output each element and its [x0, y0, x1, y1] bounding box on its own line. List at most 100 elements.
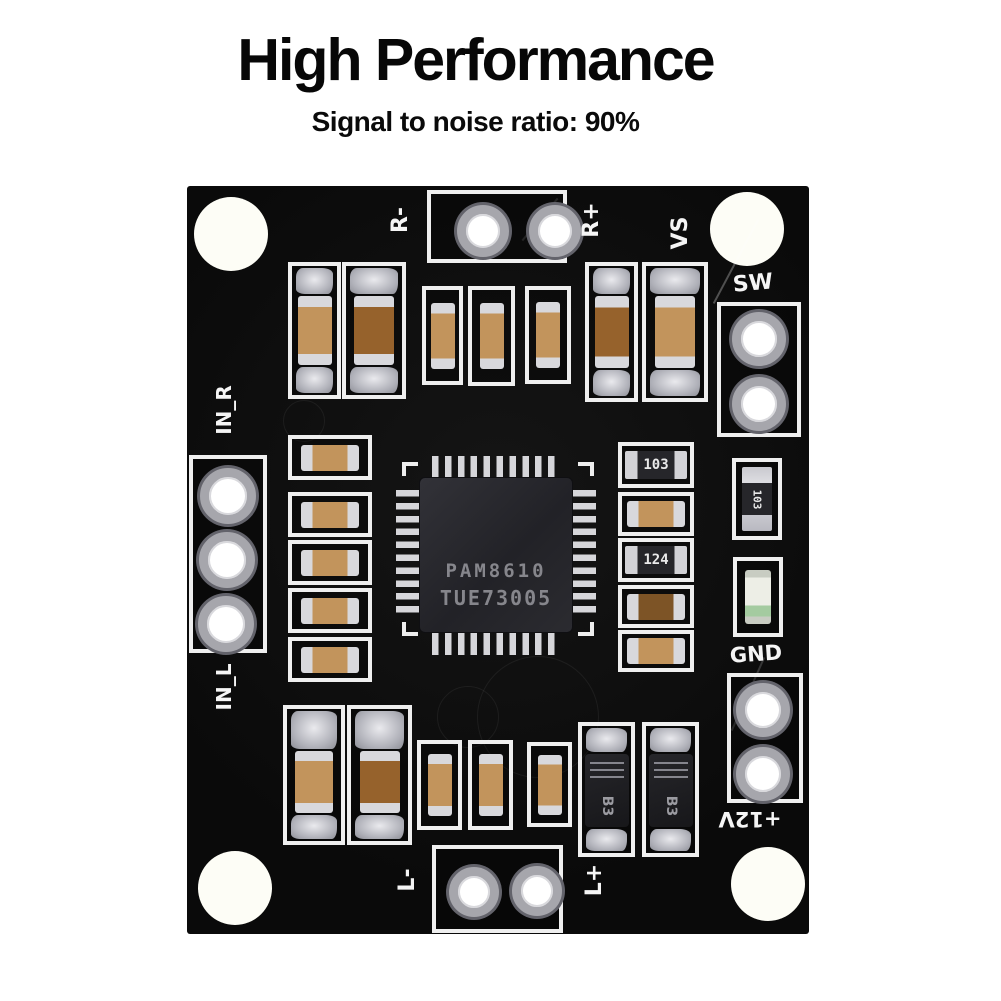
capacitor: [479, 303, 504, 369]
capacitor-box: [525, 286, 571, 384]
label-r-plus: R+: [579, 202, 604, 238]
capacitor: [297, 296, 332, 365]
capacitor-box: [618, 492, 694, 536]
mounting-hole-bottom-left: [198, 851, 272, 925]
capacitor-box: [283, 705, 345, 845]
resistor-box: 124: [618, 538, 694, 582]
page-subtitle: Signal to noise ratio: 90%: [311, 105, 640, 137]
chip-pins-right: [573, 490, 596, 618]
pad-hole-12v: [736, 747, 790, 801]
label-l-plus: L+: [582, 863, 607, 897]
mounting-hole-bottom-right: [731, 847, 805, 921]
pad-hole-sw-2: [732, 377, 786, 431]
label-r-minus: R-: [388, 206, 413, 234]
capacitor-box: [585, 262, 638, 402]
capacitor: [295, 751, 333, 813]
solder-blob: [586, 728, 627, 752]
capacitor: [301, 501, 359, 528]
label-l-minus: L-: [395, 868, 420, 892]
label-in-l: IN_L: [212, 663, 236, 711]
led-box: [733, 557, 783, 637]
capacitor-box: [417, 740, 462, 830]
solder-blob: [350, 367, 398, 393]
solder-blob: [296, 367, 333, 393]
solder-blob: [355, 815, 404, 839]
capacitor-box: [288, 492, 372, 537]
pcb-board: R- R+ VS SW: [187, 186, 809, 934]
solder-blob: [650, 370, 700, 396]
diode-b3: B3: [584, 754, 629, 827]
led: [745, 570, 771, 624]
capacitor-box: [468, 286, 515, 386]
label-in-r: IN_R: [212, 385, 236, 435]
input-pad-box: [189, 455, 267, 653]
mounting-hole-top-left: [194, 197, 268, 271]
capacitor: [627, 593, 685, 620]
copper-trace: [437, 686, 499, 748]
pad-hole-gnd: [736, 683, 790, 737]
capacitor: [359, 751, 400, 813]
chip-marking-line2: TUE73005: [439, 586, 553, 610]
mounting-hole-top-right: [710, 192, 784, 266]
copper-trace: [283, 400, 325, 442]
pad-hole-l-minus: [449, 867, 499, 917]
solder-blob: [296, 268, 333, 294]
silk-bracket: [578, 462, 594, 476]
capacitor-box: [642, 262, 708, 402]
capacitor-box: [527, 742, 572, 827]
chip-pins-bottom: [432, 632, 560, 655]
capacitor: [594, 296, 629, 368]
solder-blob: [593, 268, 630, 294]
silk-bracket: [402, 462, 418, 476]
capacitor-box: [288, 262, 341, 399]
pad-hole-in-3: [198, 596, 254, 652]
capacitor-box: [618, 585, 694, 628]
capacitor-box: [288, 637, 372, 682]
diode-box: B3: [642, 722, 699, 857]
pad-hole-l-plus: [512, 866, 562, 916]
label-12v: +12V: [718, 807, 782, 831]
sw-pad-box: [717, 302, 801, 437]
power-pad-box: [727, 673, 803, 803]
label-vs: VS: [668, 216, 693, 250]
l-output-pad-box: [432, 845, 563, 933]
capacitor: [430, 302, 455, 369]
solder-blob: [350, 268, 398, 294]
silk-bracket: [402, 622, 418, 636]
diode-stripes: [653, 762, 688, 780]
capacitor-box: [618, 630, 694, 672]
chip-pam8610: PAM8610 TUE73005: [420, 478, 572, 632]
capacitor: [478, 754, 503, 816]
pad-hole-in-1: [200, 468, 256, 524]
resistor-box: 103: [618, 442, 694, 488]
capacitor: [627, 501, 685, 527]
chip-pins-left: [396, 490, 419, 618]
label-sw: SW: [731, 269, 775, 298]
capacitor: [427, 754, 452, 816]
solder-blob: [650, 829, 691, 851]
capacitor: [655, 296, 695, 368]
capacitor: [354, 296, 394, 365]
capacitor-box: [347, 705, 412, 845]
silk-bracket: [578, 622, 594, 636]
chip-marking-line1: PAM8610: [445, 560, 547, 582]
capacitor-box: [468, 740, 513, 830]
label-gnd: GND: [729, 640, 783, 668]
resistor-103: 103: [625, 451, 687, 479]
pad-hole-r-plus: [529, 205, 581, 257]
resistor-box: 103: [732, 458, 782, 540]
capacitor: [301, 646, 359, 673]
page-title: High Performance: [237, 27, 715, 93]
solder-blob: [650, 728, 691, 752]
solder-blob: [650, 268, 700, 294]
solder-blob: [586, 829, 627, 851]
capacitor-box: [288, 435, 372, 480]
capacitor-box: [288, 540, 372, 585]
solder-blob: [593, 370, 630, 396]
capacitor: [536, 302, 560, 368]
capacitor: [537, 754, 562, 815]
diode-box: B3: [578, 722, 635, 857]
solder-blob: [291, 815, 337, 839]
capacitor-box: [422, 286, 463, 385]
